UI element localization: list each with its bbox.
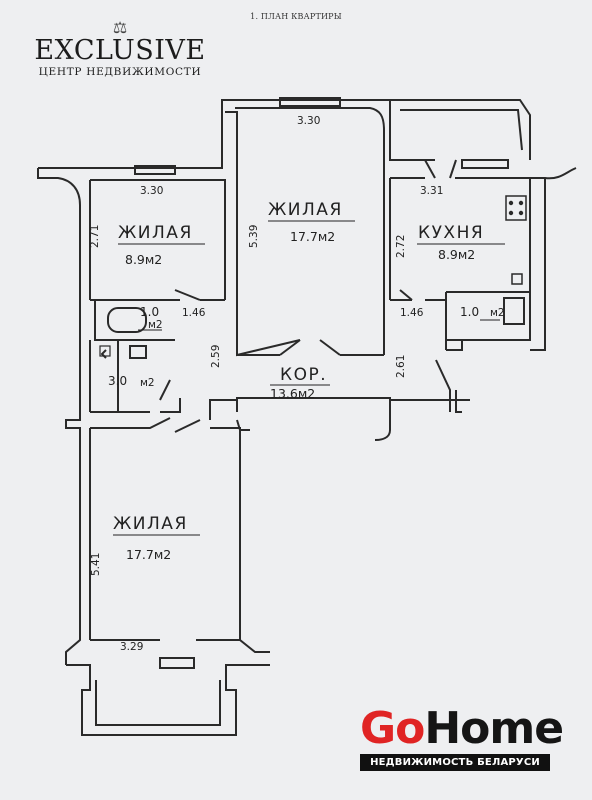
- washbasin-icon: [99, 345, 111, 357]
- room-width-label: 3.29: [120, 641, 143, 653]
- gohome-tagline: НЕДВИЖИМОСТЬ БЕЛАРУСИ: [360, 754, 550, 771]
- exclusive-logo: ⚖ EXCLUSIVE ЦЕНТР НЕДВИЖИМОСТИ: [24, 18, 216, 79]
- room-unit-label: м2: [490, 307, 505, 319]
- room-area-label: 1.0: [460, 305, 479, 319]
- room-name-label: ЖИЛАЯ: [113, 514, 188, 534]
- room-unit-label: м2: [140, 377, 155, 389]
- room-area-label: 17.7м2: [126, 547, 171, 562]
- floor-plan-walls: [37, 97, 577, 736]
- gohome-go: Go: [360, 703, 425, 754]
- sink-icon: [511, 273, 523, 285]
- gohome-logo: GoHome НЕДВИЖИМОСТЬ БЕЛАРУСИ: [360, 703, 564, 771]
- room-area-label: 8.9м2: [438, 247, 475, 262]
- room-width-label: 3.30: [297, 115, 320, 127]
- room-name-label: ЖИЛАЯ: [118, 223, 193, 243]
- stove-icon: [505, 195, 527, 221]
- plan-header: 1. ПЛАН КВАРТИРЫ: [250, 12, 342, 21]
- room-height-label: 5.41: [90, 553, 102, 576]
- room-height-label: 2.72: [395, 235, 407, 258]
- room-name-label: КОР.: [280, 365, 327, 385]
- room-name-label: ЖИЛАЯ: [268, 200, 343, 220]
- room-area-label: 17.7м2: [290, 229, 335, 244]
- room-area-label: 8.9м2: [125, 252, 162, 267]
- gohome-home: Home: [424, 703, 564, 754]
- room-area-label: 1.0: [140, 305, 159, 319]
- room-area-label: 13.6м2: [270, 386, 315, 401]
- room-name-label: КУХНЯ: [418, 223, 484, 243]
- brand-name: EXCLUSIVE: [34, 35, 206, 66]
- room-width-label: 3.31: [420, 185, 443, 197]
- passage-width-label: 1.46: [182, 307, 206, 319]
- room-height-label: 5.39: [248, 225, 260, 248]
- corridor-dimension-label: 2.59: [210, 345, 222, 368]
- corridor-dimension-label: 2.61: [395, 355, 407, 378]
- scales-icon: ⚖: [112, 18, 128, 37]
- passage-width-label: 1.46: [400, 307, 424, 319]
- room-width-label: 3.30: [140, 185, 163, 197]
- brand-subtitle: ЦЕНТР НЕДВИЖИМОСТИ: [38, 66, 202, 78]
- room-height-label: 2.71: [89, 225, 101, 248]
- room-unit-label: м2: [148, 319, 163, 331]
- room-area-label: 3.0: [108, 374, 127, 388]
